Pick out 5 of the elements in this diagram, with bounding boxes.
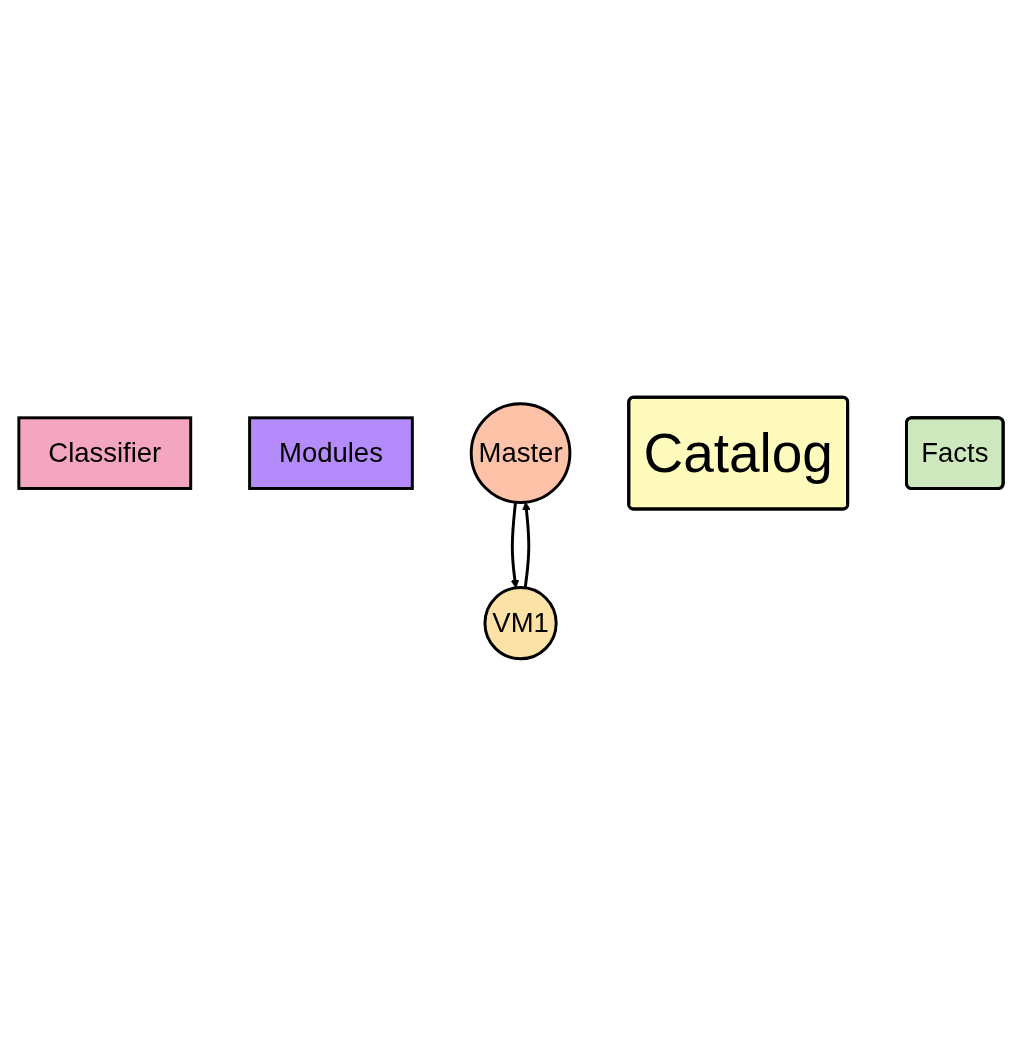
node-circle: VM1: [483, 586, 558, 661]
node-box: Modules: [248, 416, 414, 490]
node-circle: Master: [469, 402, 572, 504]
arrow: [510, 502, 520, 589]
node-box: Classifier: [17, 416, 193, 490]
